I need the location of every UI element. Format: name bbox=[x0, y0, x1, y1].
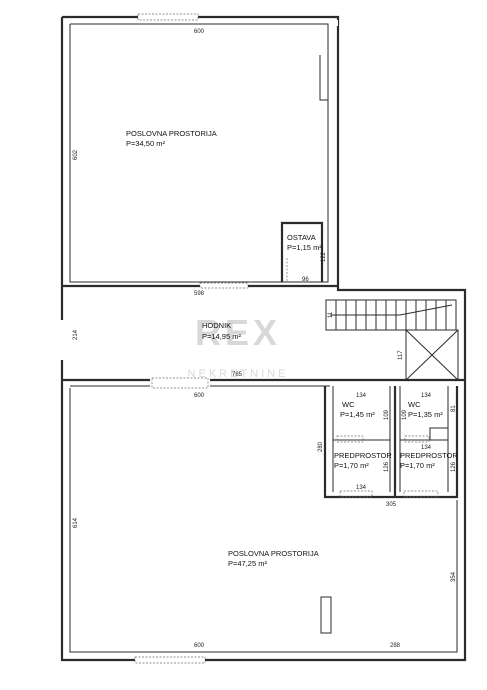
watermark-sub: NEKRETNINE bbox=[188, 368, 289, 380]
door-vest-right bbox=[403, 490, 439, 498]
dim-vest-right-width: 134 bbox=[421, 445, 432, 451]
dim-mid: 785 bbox=[232, 372, 243, 378]
room-vest-right-name: PREDPROSTOR bbox=[400, 451, 458, 460]
watermark: REX NEKRETNINE bbox=[188, 312, 289, 380]
room-wc-left-name: WC bbox=[342, 400, 355, 409]
room-hallway-area: P=14,95 m² bbox=[202, 332, 241, 341]
room-storage-name: OSTAVA bbox=[287, 233, 316, 242]
dim-wc-left-width: 134 bbox=[356, 393, 367, 399]
pillar bbox=[320, 596, 332, 634]
dim-storage-width: 96 bbox=[302, 277, 309, 283]
room-wc-left-area: P=1,45 m² bbox=[340, 410, 375, 419]
dim-vest-left-width: 134 bbox=[356, 485, 367, 491]
room-office-bottom-area: P=47,25 m² bbox=[228, 559, 267, 568]
dim-wc-left-depth: 109 bbox=[384, 409, 390, 420]
window-top bbox=[137, 13, 199, 21]
room-wc-right-name: WC bbox=[408, 400, 421, 409]
door-vest-left bbox=[339, 490, 373, 498]
outer-walls bbox=[60, 13, 467, 664]
lift-shaft bbox=[405, 329, 459, 381]
dim-storage-height: 122 bbox=[321, 251, 327, 262]
room-storage-area: P=1,15 m² bbox=[287, 243, 322, 252]
dim-hall-height: 214 bbox=[73, 329, 79, 340]
room-hallway-name: HODNIK bbox=[202, 321, 231, 330]
room-labels: POSLOVNA PROSTORIJA P=34,50 m² OSTAVA P=… bbox=[126, 129, 458, 568]
dim-bottom-right-width: 288 bbox=[390, 643, 401, 649]
dim-stair: 11 bbox=[328, 311, 334, 318]
dim-wc-right-small: 81 bbox=[451, 405, 457, 412]
dim-vest-right-depth: 126 bbox=[451, 461, 457, 472]
dim-hall-width: 598 bbox=[194, 291, 205, 297]
dim-bottom-top-width: 600 bbox=[194, 393, 205, 399]
dim-bottom-width: 600 bbox=[194, 643, 205, 649]
dim-bottom-height: 614 bbox=[73, 517, 79, 528]
dim-wc-right-width: 134 bbox=[421, 393, 432, 399]
dim-vest-left-depth: 126 bbox=[384, 461, 390, 472]
dim-service-width: 305 bbox=[386, 502, 397, 508]
dim-top-height: 602 bbox=[73, 149, 79, 160]
dim-lift: 117 bbox=[398, 350, 404, 360]
room-vest-left-name: PREDPROSTOR bbox=[334, 451, 392, 460]
room-vest-left-area: P=1,70 m² bbox=[334, 461, 369, 470]
room-office-bottom-name: POSLOVNA PROSTORIJA bbox=[228, 549, 319, 558]
staircase bbox=[325, 299, 457, 331]
room-wc-right-area: P=1,35 m² bbox=[408, 410, 443, 419]
watermark-main: REX bbox=[195, 312, 281, 353]
dim-right-height: 354 bbox=[451, 571, 457, 582]
inner-walls bbox=[59, 23, 465, 653]
dim-service-height: 280 bbox=[318, 441, 324, 452]
opening-hall-top bbox=[199, 282, 249, 289]
dimension-labels: 600 602 122 96 598 214 11 117 785 600 13… bbox=[73, 29, 457, 649]
window-bottom bbox=[134, 656, 206, 664]
door-wc-left bbox=[336, 435, 364, 443]
opening-hall-bottom bbox=[151, 377, 209, 389]
door-wc-right bbox=[404, 435, 430, 443]
room-office-top-area: P=34,50 m² bbox=[126, 139, 165, 148]
room-office-top-name: POSLOVNA PROSTORIJA bbox=[126, 129, 217, 138]
room-vest-right-area: P=1,70 m² bbox=[400, 461, 435, 470]
dim-top-width: 600 bbox=[194, 29, 205, 35]
dim-wc-right-depth: 109 bbox=[402, 409, 408, 420]
